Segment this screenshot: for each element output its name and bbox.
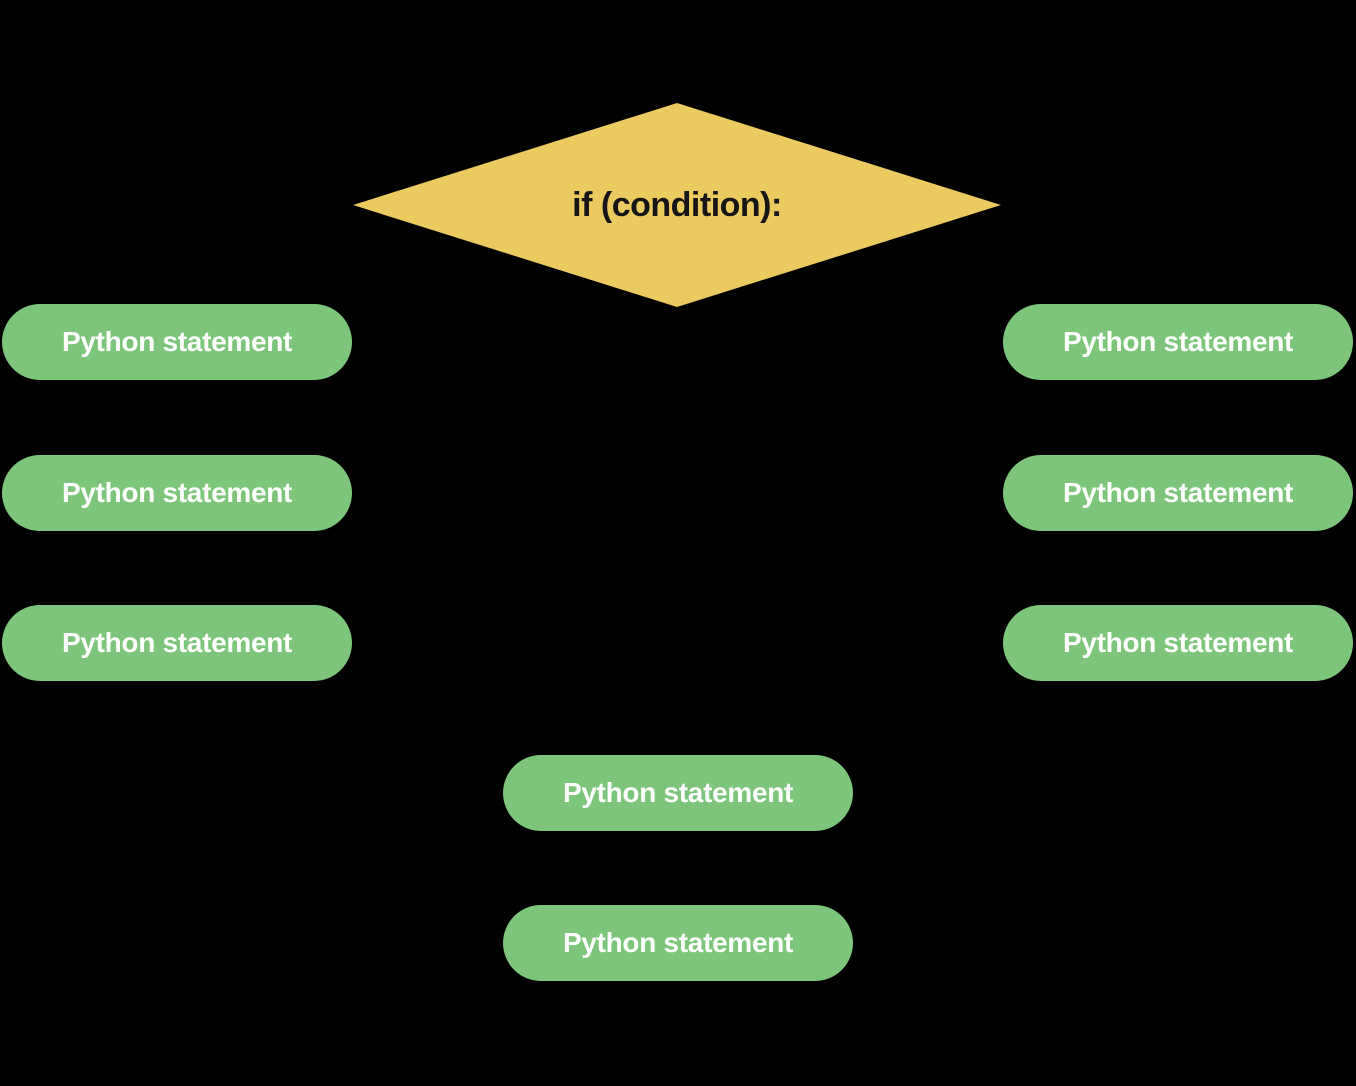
statement-node-left-2: Python statement bbox=[2, 455, 352, 531]
statement-node-left-3: Python statement bbox=[2, 605, 352, 681]
statement-node-center-2: Python statement bbox=[503, 905, 853, 981]
statement-label: Python statement bbox=[1062, 477, 1294, 508]
statement-label: Python statement bbox=[1062, 326, 1294, 357]
statement-label: Python statement bbox=[1062, 627, 1294, 658]
statement-node-right-2: Python statement bbox=[1003, 455, 1353, 531]
statement-node-right-3: Python statement bbox=[1003, 605, 1353, 681]
statement-label: Python statement bbox=[562, 777, 794, 808]
statement-node-left-1: Python statement bbox=[2, 304, 352, 380]
statement-label: Python statement bbox=[61, 627, 293, 658]
statement-label: Python statement bbox=[61, 326, 293, 357]
statement-label: Python statement bbox=[61, 477, 293, 508]
condition-label: if (condition): bbox=[572, 186, 782, 224]
condition-diamond-node: if (condition): bbox=[353, 103, 1001, 307]
statement-label: Python statement bbox=[562, 927, 794, 958]
statement-node-right-1: Python statement bbox=[1003, 304, 1353, 380]
statement-node-center-1: Python statement bbox=[503, 755, 853, 831]
